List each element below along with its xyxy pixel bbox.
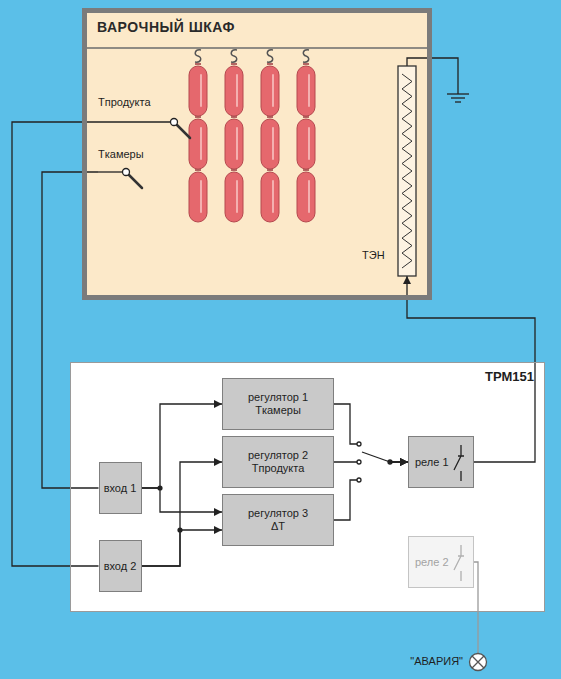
label-text: вход 2 xyxy=(104,560,137,573)
label-text: вход 1 xyxy=(104,482,137,495)
label-text: реле 2 xyxy=(415,556,449,569)
label-text: ТРМ151 xyxy=(485,370,534,383)
relay-box: реле 1 xyxy=(408,436,474,488)
regulator-box: регулятор 2Tпродукта xyxy=(222,436,334,488)
label-text: регулятор 2 xyxy=(248,449,308,462)
wire xyxy=(142,488,223,512)
header-line xyxy=(87,47,427,49)
label-text: реле 1 xyxy=(415,456,449,469)
label-text: Tкамеры xyxy=(98,148,144,161)
controller-panel: вход 1вход 2регулятор 1Tкамерырегулятор … xyxy=(70,362,545,612)
regulator-box: регулятор 1Tкамеры xyxy=(222,378,334,430)
junction-dot xyxy=(157,485,182,532)
cabinet-fill xyxy=(82,8,432,300)
regulator-box: регулятор 3ΔT xyxy=(222,494,334,546)
product-probe: Tпродукта xyxy=(98,96,198,144)
switch-symbol xyxy=(357,442,392,482)
wire xyxy=(142,530,223,566)
label-text: регулятор 3 xyxy=(248,507,308,520)
wire xyxy=(142,404,223,488)
sausages xyxy=(189,50,315,222)
wire xyxy=(334,462,408,520)
relay-box: реле 2 xyxy=(408,536,474,588)
wire xyxy=(407,276,535,462)
alarm-lamp: "АВАРИЯ" xyxy=(381,653,487,671)
label-text: ΔT xyxy=(271,520,285,533)
label-text: ТЭН xyxy=(362,249,385,262)
heater-icon xyxy=(360,66,420,276)
wire xyxy=(474,562,478,653)
label-text: регулятор 1 xyxy=(248,391,308,404)
wire xyxy=(334,404,408,462)
input-box: вход 2 xyxy=(99,540,142,592)
cooking-cabinet: TпродуктаTкамерыТЭН ВАРОЧНЫЙ ШКАФ xyxy=(82,8,432,300)
heater: ТЭН xyxy=(360,66,420,276)
label-text: "АВАРИЯ" xyxy=(410,655,463,668)
label-text: ВАРОЧНЫЙ ШКАФ xyxy=(97,21,235,34)
panel-fill xyxy=(70,362,545,612)
input-box: вход 1 xyxy=(99,462,142,514)
label-text: Tпродукта xyxy=(98,96,151,109)
label-text: Tпродукта xyxy=(252,462,305,475)
wire xyxy=(142,462,223,566)
label-text: Tкамеры xyxy=(255,404,301,417)
chamber-probe: Tкамеры xyxy=(98,148,158,192)
